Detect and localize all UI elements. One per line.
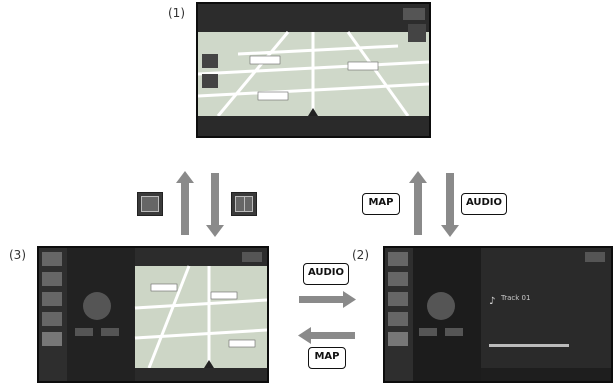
audio-button-middle: AUDIO — [303, 263, 349, 285]
screen-2-label: (2) — [352, 248, 369, 262]
split-screen-map-icon — [231, 192, 257, 216]
split-map-render — [39, 248, 267, 381]
full-screen-map-icon — [137, 192, 163, 216]
audio-screen-render: ♪ — [385, 248, 611, 381]
screen-3-split-map — [37, 246, 269, 383]
screen-1-full-map — [196, 2, 431, 138]
screen-3-label: (3) — [9, 248, 26, 262]
audio-button-top: AUDIO — [461, 193, 507, 215]
arrow-2-to-3 — [298, 327, 355, 344]
map-button-top: MAP — [362, 193, 400, 215]
track-title: Track 01 — [501, 294, 531, 302]
arrow-1-to-2 — [441, 173, 459, 237]
map-button-bottom: MAP — [308, 347, 346, 369]
arrow-3-to-1 — [176, 171, 194, 235]
arrow-2-to-1 — [409, 171, 427, 235]
screen-2-audio: ♪ Track 01 — [383, 246, 613, 383]
screen-1-label: (1) — [168, 6, 185, 20]
arrow-3-to-2 — [299, 291, 356, 308]
svg-text:♪: ♪ — [489, 296, 495, 307]
full-map-render — [198, 4, 429, 136]
arrow-1-to-3 — [206, 173, 224, 237]
